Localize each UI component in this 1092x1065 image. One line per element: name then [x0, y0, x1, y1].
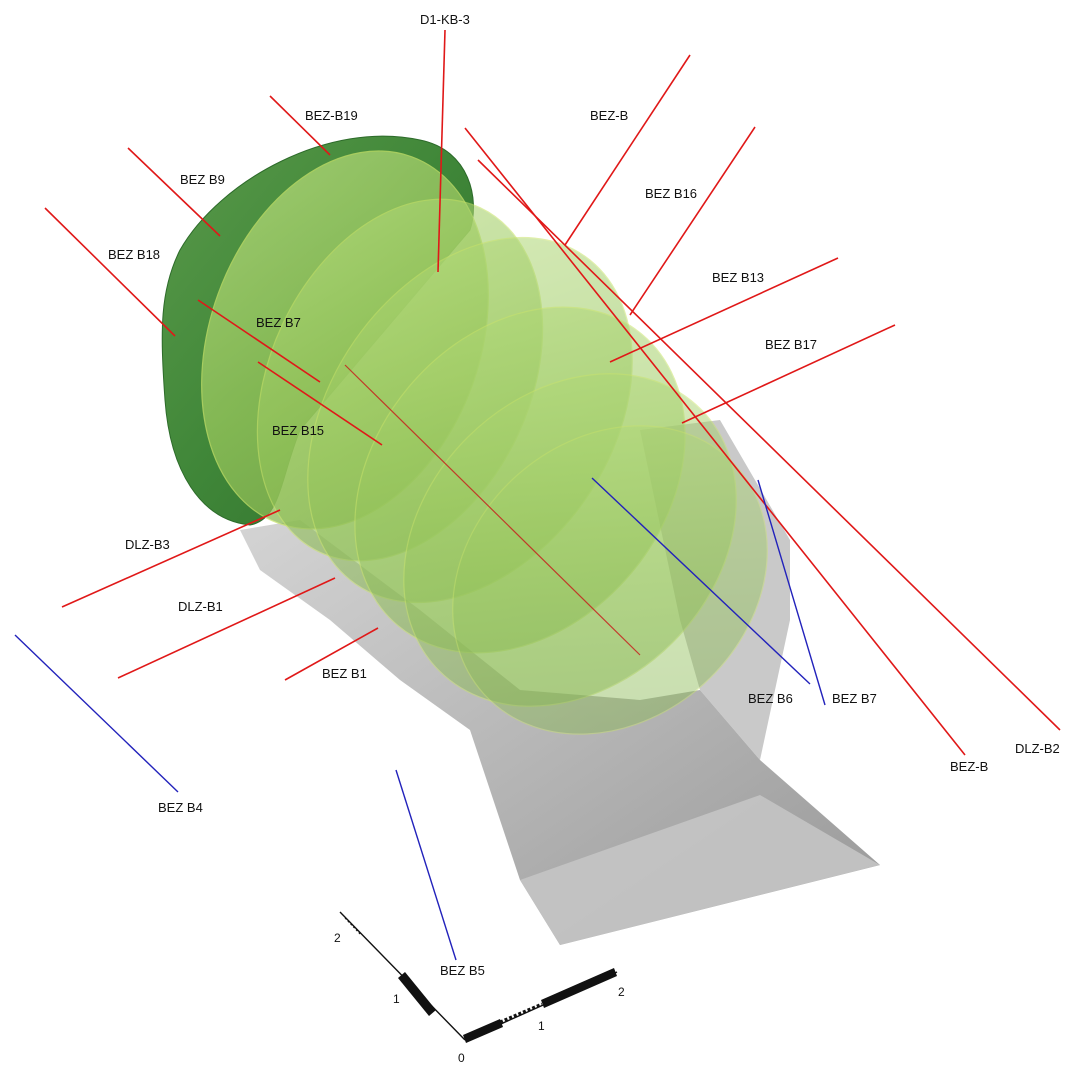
- grey-base-body-floor: [520, 795, 880, 945]
- scale-label-left-1: 1: [393, 992, 400, 1006]
- borehole-label-bez-b17: BEZ B17: [765, 337, 817, 352]
- scale-bar-right-segment-1: [463, 1019, 503, 1043]
- borehole-label-bez-b19: BEZ-B19: [305, 108, 358, 123]
- borehole-line-bez-b-top: [564, 54, 691, 246]
- borehole-line-bez-b-bottom: [464, 127, 966, 756]
- borehole-line-bez-b9: [127, 147, 221, 237]
- borehole-line-dlz-b3: [61, 509, 281, 608]
- borehole-label-bez-b5: BEZ B5: [440, 963, 485, 978]
- borehole-line-bez-b15: [257, 361, 383, 446]
- borehole-line-bez-b17: [681, 324, 896, 424]
- borehole-label-bez-b6: BEZ B6: [748, 691, 793, 706]
- green-slices: [201, 150, 768, 735]
- borehole-line-bez-b6: [591, 477, 811, 685]
- borehole-label-dlz-b3: DLZ-B3: [125, 537, 170, 552]
- scale-label-origin: 0: [458, 1051, 465, 1065]
- borehole-label-dlz-b1: DLZ-B1: [178, 599, 223, 614]
- borehole-line-bez-b13: [609, 257, 839, 363]
- borehole-label-bez-b-bottom: BEZ-B: [950, 759, 988, 774]
- scale-label-right-2: 2: [618, 985, 625, 999]
- borehole-line-bez-b7-blue: [757, 479, 826, 706]
- borehole-label-d1-kb-3: D1-KB-3: [420, 12, 470, 27]
- scale-axis-right-dotted: [499, 1002, 543, 1024]
- red-boreholes: D1-KB-3 BEZ-B19 BEZ-B BEZ B9 BEZ B16 BEZ…: [44, 12, 1061, 774]
- borehole-label-dlz-b2: DLZ-B2: [1015, 741, 1060, 756]
- borehole-line-bez-b1: [284, 627, 379, 681]
- borehole-label-bez-b1: BEZ B1: [322, 666, 367, 681]
- borehole-line-bez-b4: [14, 634, 179, 793]
- borehole-label-bez-b13: BEZ B13: [712, 270, 764, 285]
- blue-boreholes: BEZ B4 BEZ B5 BEZ B6 BEZ B7: [14, 477, 877, 978]
- borehole-line-dlz-b2: [477, 159, 1061, 731]
- scale-label-right-1: 1: [538, 1019, 545, 1033]
- borehole-label-bez-b18: BEZ B18: [108, 247, 160, 262]
- borehole-line-bez-b16: [629, 126, 756, 316]
- borehole-line-bez-b5: [395, 769, 457, 961]
- borehole-label-bez-b4: BEZ B4: [158, 800, 203, 815]
- borehole-line-dlz-b1: [117, 577, 336, 679]
- scale-bar-right-segment-2: [541, 968, 617, 1008]
- borehole-line-bez-b18: [44, 207, 176, 337]
- borehole-label-bez-b7-blue: BEZ B7: [832, 691, 877, 706]
- borehole-label-bez-b-top: BEZ-B: [590, 108, 628, 123]
- scale-axes: 0 1 2 1 2: [334, 911, 625, 1065]
- scale-label-left-2: 2: [334, 931, 341, 945]
- borehole-label-bez-b15: BEZ B15: [272, 423, 324, 438]
- green-slice-6: [452, 425, 768, 735]
- borehole-label-bez-b16: BEZ B16: [645, 186, 697, 201]
- borehole-line-bez-b7: [197, 299, 321, 383]
- borehole-line-d1-kb-3: [437, 29, 446, 273]
- borehole-line-bez-b19: [269, 95, 331, 156]
- scale-bar-left-segment: [398, 972, 436, 1016]
- borehole-line-internal: [344, 364, 641, 656]
- borehole-label-bez-b7: BEZ B7: [256, 315, 301, 330]
- borehole-label-bez-b9: BEZ B9: [180, 172, 225, 187]
